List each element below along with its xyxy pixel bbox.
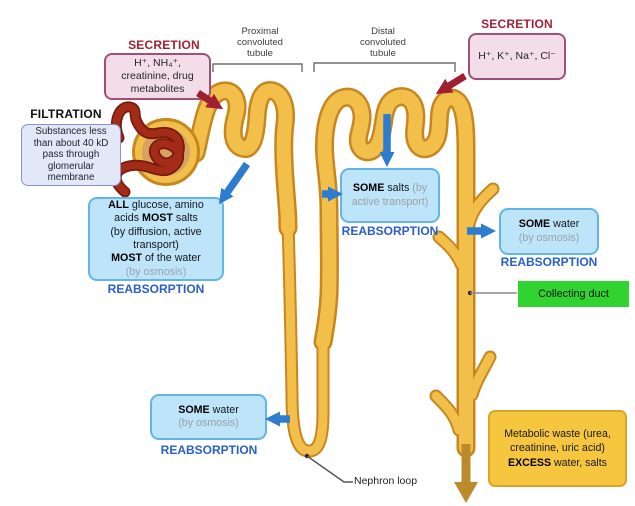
secretion-left-line: H⁺, NH₄⁺, — [134, 57, 181, 69]
filtration-line: pass through — [42, 149, 100, 161]
box-line: (by osmosis) — [178, 417, 239, 429]
box-line: creatinine, uric acid) — [510, 442, 605, 455]
distal-tubule-bracket — [313, 62, 456, 72]
label-line: Proximal — [241, 26, 279, 37]
reabsorption-label-loop: REABSORPTION — [160, 443, 258, 457]
reabsorption-label-proximal: REABSORPTION — [107, 282, 205, 296]
reabsorption-label-distal: REABSORPTION — [341, 224, 439, 238]
secretion-left-line: creatinine, drug — [121, 70, 194, 82]
box-line: (by osmosis) — [125, 265, 187, 278]
secretion-right-label: SECRETION — [481, 17, 553, 31]
filtration-box: Substances less than about 40 kD pass th… — [21, 124, 121, 186]
glomerulus — [110, 101, 200, 198]
filtration-line: than about 40 kD — [33, 137, 109, 149]
label-line: Distal — [371, 26, 395, 37]
proximal-tubule-bracket — [212, 63, 303, 72]
excretion-box: Metabolic waste (urea, creatinine, uric … — [488, 410, 627, 487]
label-line: convoluted — [360, 37, 406, 48]
box-line: (by osmosis) — [518, 231, 580, 244]
proximal-reabsorption-box: ALL glucose, amino acids MOST salts (by … — [88, 197, 224, 281]
secretion-left-box: H⁺, NH₄⁺, creatinine, drug metabolites — [104, 53, 211, 100]
distal-tubule-label: Distal convoluted tubule — [335, 26, 431, 59]
secretion-left-label: SECRETION — [128, 38, 200, 52]
secretion-left-line: metabolites — [130, 83, 185, 95]
loop-water-reabsorption-box: SOME water (by osmosis) — [150, 394, 267, 440]
filtration-line: Substances less — [35, 126, 107, 138]
box-line: acids MOST salts — [114, 212, 198, 225]
proximal-tubule-label: Proximal convoluted tubule — [212, 26, 308, 59]
box-line: Metabolic waste (urea, — [504, 427, 611, 440]
label-line: tubule — [370, 48, 396, 59]
distal-tubule-and-collecting-duct — [313, 87, 476, 458]
distal-reabsorption-box: SOME salts (by active transport) — [340, 168, 440, 223]
nephron-loop-label: Nephron loop — [354, 475, 418, 487]
box-line: MOST of the water — [111, 252, 201, 265]
box-line: ALL glucose, amino — [108, 198, 204, 211]
box-line: SOME salts (by — [352, 182, 428, 195]
secretion-right-line: H⁺, K⁺, Na⁺, Cl⁻ — [478, 50, 556, 62]
box-line: active transport) — [351, 195, 429, 208]
collecting-duct-label: Collecting duct — [518, 281, 629, 307]
urine-outflow-arrow — [454, 444, 478, 503]
tubule-fills — [189, 83, 498, 456]
box-line: transport) — [133, 239, 179, 251]
nephron-loop-leader-line — [304, 453, 353, 483]
collecting-duct-leader-line — [467, 290, 517, 296]
label-line: convoluted — [237, 37, 283, 48]
label-line: tubule — [247, 48, 273, 59]
box-line: SOME water — [518, 218, 580, 231]
box-line: (by diffusion, active — [110, 225, 202, 238]
box-line: EXCESS water, salts — [508, 456, 607, 469]
box-line: SOME water — [178, 403, 239, 416]
filtration-line: membrane — [47, 172, 95, 184]
reabsorption-label-duct: REABSORPTION — [500, 255, 598, 269]
filtration-label: FILTRATION — [30, 107, 102, 121]
filtration-line: glomerular — [47, 160, 95, 172]
duct-water-reabsorption-box: SOME water (by osmosis) — [499, 208, 599, 255]
secretion-right-box: H⁺, K⁺, Na⁺, Cl⁻ — [468, 33, 566, 80]
